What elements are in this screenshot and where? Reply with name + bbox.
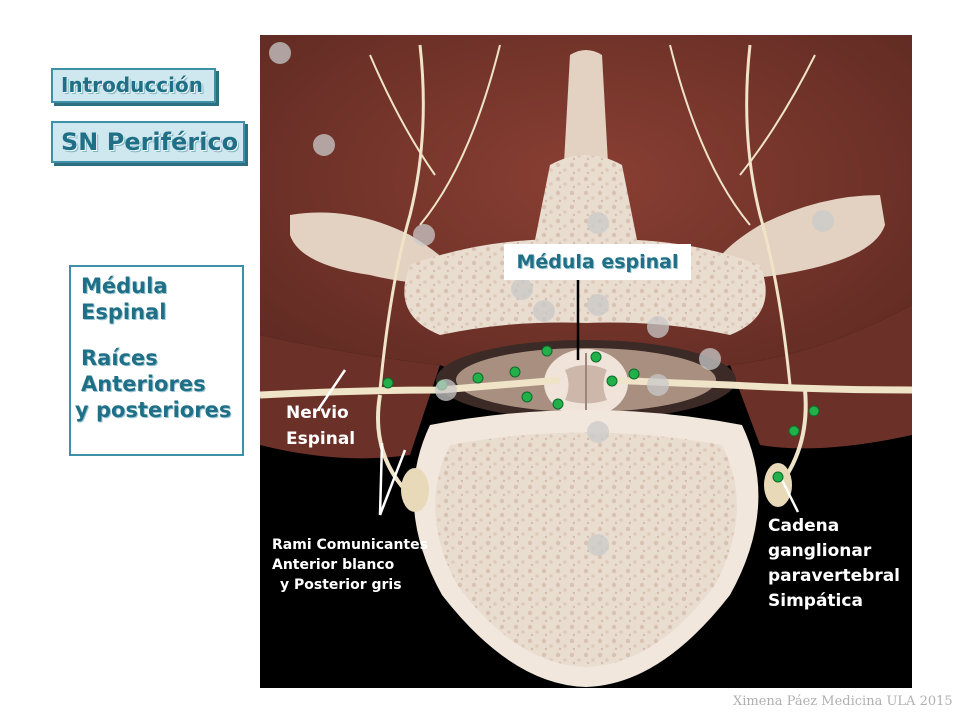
label-nervio-line2: Espinal [286,429,356,449]
label-cadena-ganglionar: Cadena ganglionar paravertebral Simpátic… [768,514,900,614]
intro-button[interactable]: Introducción [51,68,216,103]
topic-line-medula: Médula [81,274,168,298]
label-nervio-espinal: Nervio Espinal [286,400,355,452]
topic-line-posteriores: y posteriores [75,398,232,422]
spinal-cross-section-illustration [260,35,912,688]
label-rami-line2: Anterior blanco [272,557,395,573]
label-rami-line3: y Posterior gris [280,577,402,593]
label-medula-espinal: Médula espinal [504,244,691,280]
topic-box: Médula Espinal Raíces Anteriores y poste… [69,265,244,456]
label-cadena-line2: ganglionar [768,541,872,561]
label-cadena-line3: paravertebral [768,566,900,586]
label-cadena-line4: Simpática [768,591,863,611]
label-nervio-line1: Nervio [286,403,349,423]
topic-line-raices: Raíces [81,346,158,370]
sn-periferico-button[interactable]: SN Periférico [51,121,245,163]
label-rami-comunicantes: Rami Comunicantes Anterior blanco y Post… [272,535,428,595]
topic-line-anteriores: Anteriores [81,372,206,396]
label-rami-line1: Rami Comunicantes [272,537,428,553]
label-cadena-line1: Cadena [768,516,840,536]
topic-line-espinal: Espinal [81,300,167,324]
author-credit: Ximena Páez Medicina ULA 2015 [733,694,953,709]
topic-spacer [81,325,232,345]
